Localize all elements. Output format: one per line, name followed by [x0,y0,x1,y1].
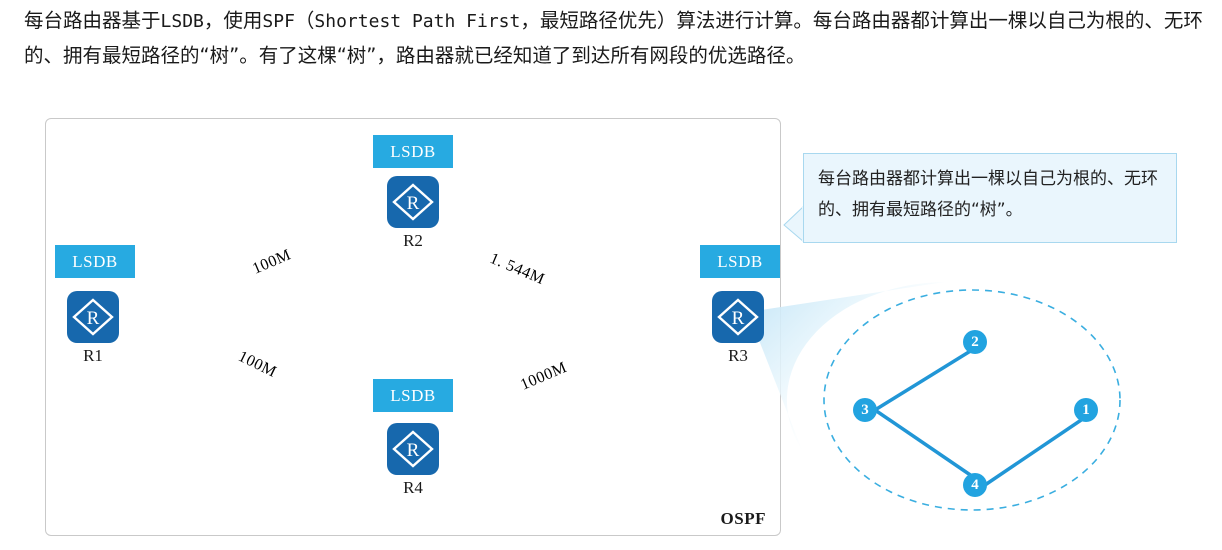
tree-edge-3-4 [874,408,986,487]
page-paragraph: 每台路由器基于LSDB，使用SPF（Shortest Path First，最短… [24,4,1204,73]
paragraph-segment-4: （ [294,9,315,32]
svg-text:R: R [407,440,420,461]
router-node-r4[interactable]: R R4 [387,423,439,497]
router-icon: R [67,291,119,343]
lsdb-badge-r4: LSDB [373,379,453,412]
router-label-r1: R1 [83,346,103,365]
frame-label-ospf: OSPF [720,509,766,528]
spf-tree-node-3: 3 [853,398,877,422]
spf-tree-node-4: 4 [963,473,987,497]
magnifier-cone-icon [748,282,1121,511]
paragraph-segment-0: 每台路由器基于 [24,9,161,32]
router-icon: R [712,291,764,343]
paragraph-segment-5: Shortest Path First [314,11,521,32]
router-node-r3[interactable]: R R3 [712,291,764,365]
callout-text: 每台路由器都计算出一棵以自己为根的、无环的、拥有最短路径的“树”。 [818,169,1158,220]
svg-text:R: R [732,308,745,329]
tree-edge-3-2 [874,340,986,412]
paragraph-segment-2: ，使用 [203,9,263,32]
lsdb-badge-r1: LSDB [55,245,135,278]
spf-tree-node-2: 2 [963,330,987,354]
paragraph-segment-6: ，最短路径优先）算法进行计算。每台路由器都计算出一棵以自己为根的、无环的、拥有最… [24,9,1203,67]
svg-text:R: R [407,193,420,214]
tree-edge-4-1 [984,408,1097,487]
router-icon: R [387,423,439,475]
lsdb-badge-r2: LSDB [373,135,453,168]
svg-text:R: R [87,308,100,329]
paragraph-segment-1: LSDB [160,11,204,32]
router-node-r1[interactable]: R R1 [67,291,119,365]
spf-tree-node-1: 1 [1074,398,1098,422]
router-node-r2[interactable]: R R2 [387,176,439,250]
router-label-r4: R4 [403,478,423,497]
spf-tree-ellipse [823,289,1121,511]
callout-tail [783,205,805,243]
paragraph-segment-3: SPF [262,11,295,32]
lsdb-badge-r3: LSDB [700,245,780,278]
router-icon: R [387,176,439,228]
router-label-r2: R2 [403,231,423,250]
callout-box: 每台路由器都计算出一棵以自己为根的、无环的、拥有最短路径的“树”。 [803,153,1177,243]
router-label-r3: R3 [728,346,748,365]
